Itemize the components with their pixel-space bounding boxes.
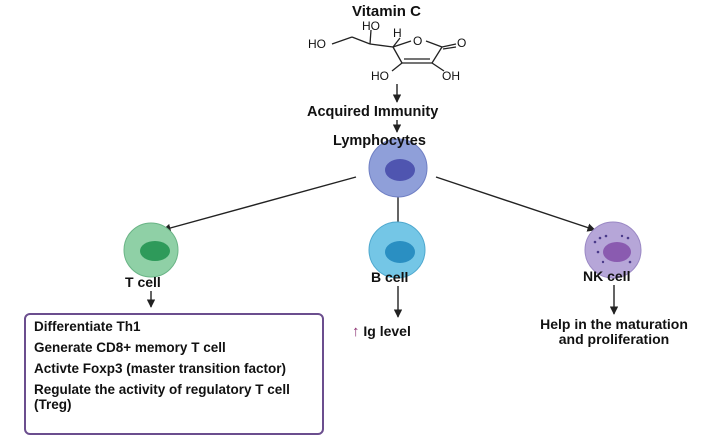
lymphocytes-label: Lymphocytes: [333, 133, 426, 149]
t-cell-effects-box: Differentiate Th1 Generate CD8+ memory T…: [24, 313, 324, 435]
nk-cell-label: NK cell: [583, 268, 631, 284]
atom-ring-o: O: [413, 34, 422, 48]
ig-level-text: Ig level: [363, 323, 411, 339]
vitamin-c-structure: [331, 29, 457, 72]
acquired-immunity-label: Acquired Immunity: [307, 104, 439, 120]
flow-arrows: [146, 84, 619, 318]
nk-cell-effect-text: Help in the maturation and proliferation: [540, 316, 688, 347]
b-cell-label: B cell: [371, 269, 409, 285]
t-cell-icon: [123, 222, 179, 278]
lymphocyte-cell: [368, 138, 428, 198]
atom-h: H: [393, 26, 402, 40]
nk-cell-icon: [584, 221, 642, 279]
t-cell-label: T cell: [125, 274, 161, 290]
arrow-to-nk-cell: [435, 176, 596, 232]
arrow-to-t-cell: [162, 176, 357, 233]
vitamin-c-title: Vitamin C: [352, 3, 421, 20]
atom-carbonyl-o: O: [457, 36, 466, 50]
t-cell-effect-item: Differentiate Th1: [34, 319, 141, 334]
b-cell-icon: [368, 221, 426, 279]
t-cell-effect-item: Activte Foxp3 (master transition factor): [34, 361, 287, 376]
ig-level-label: ↑ Ig level: [352, 323, 411, 340]
atom-ho-bottom: HO: [371, 69, 389, 83]
t-cell-effect-item: Generate CD8+ memory T cell: [34, 340, 226, 355]
up-arrow-icon: ↑: [352, 323, 360, 340]
atom-oh-bottom: OH: [442, 69, 460, 83]
atom-ho-left: HO: [308, 37, 326, 51]
t-cell-effect-item: Regulate the activity of regulatory T ce…: [34, 382, 290, 412]
atom-ho-top: HO: [362, 19, 380, 33]
